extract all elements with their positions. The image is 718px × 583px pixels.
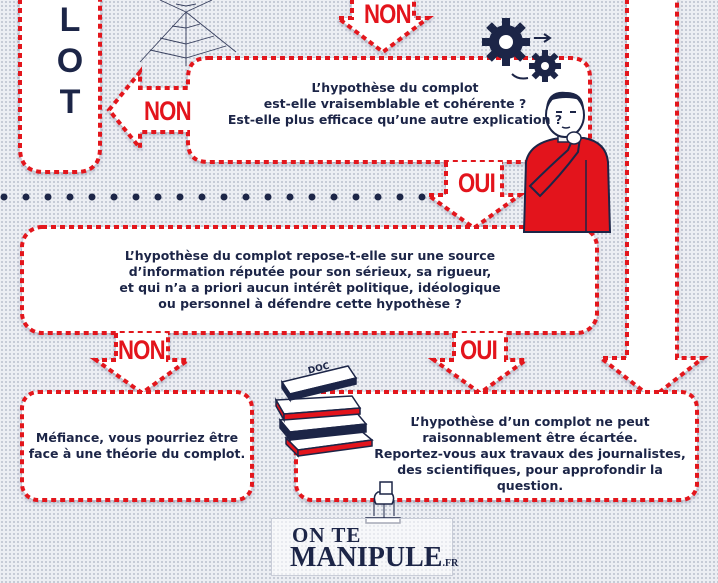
thinking-man-illustration (522, 91, 612, 233)
complot-pill (18, 0, 102, 174)
complot-side-word: L O T (52, 0, 88, 123)
gears-icon (482, 18, 561, 82)
question-2-box (20, 225, 599, 335)
result-yes-text: L’hypothèse d’un complot ne peut raisonn… (374, 414, 686, 493)
question-1-text: L’hypothèse du complot est-elle vraisemb… (227, 80, 563, 127)
top-non-arrow (332, 0, 434, 55)
result-no-text: Méfiance, vous pourriez être face à une … (28, 430, 246, 461)
oui-label-mid: OUI (458, 168, 496, 198)
oui-label-bottom: OUI (460, 335, 498, 365)
result-yes-box (294, 390, 699, 502)
logo-line-2: MANIPULE.FR (290, 542, 458, 574)
question-1-box (106, 56, 592, 164)
dotted-separator (0, 193, 426, 201)
result-no-box (20, 390, 254, 502)
right-down-arrow (595, 0, 709, 401)
on-te-manipule-logo[interactable]: ON TE MANIPULE.FR (271, 518, 458, 576)
side-letter: L (59, 1, 81, 39)
logo-tld: .FR (442, 558, 459, 569)
mid-oui-arrow (421, 162, 527, 231)
non-label-left: NON (144, 96, 192, 126)
non-label-top: NON (364, 0, 412, 29)
logo-line-1: ON TE (292, 523, 362, 547)
question-2-text: L’hypothèse du complot repose-t-elle sur… (119, 248, 501, 311)
spiderweb-icon (139, 0, 237, 66)
books-stack-icon (274, 365, 374, 458)
non-label-bottom: NON (118, 335, 166, 365)
side-letter: O (56, 42, 84, 80)
side-letter: T (59, 83, 81, 121)
logo-word: MANIPULE (290, 542, 443, 573)
